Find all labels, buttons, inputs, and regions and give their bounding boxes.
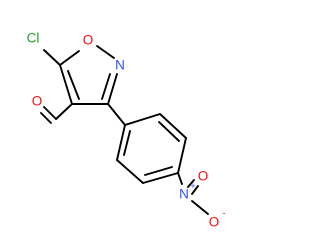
atom-labels: Cl O N O N + O O - — [27, 31, 226, 230]
bond-cho-o-inner — [40, 112, 52, 124]
nitro-nitrogen-label: N — [179, 187, 189, 202]
bond-ph2-ph3 — [159, 113, 187, 139]
nitro-nitrogen-charge: + — [190, 181, 195, 191]
chlorine-label: Cl — [27, 31, 40, 46]
bond-cho-o — [43, 106, 57, 120]
bond-ph6-ph1-inner — [123, 130, 131, 156]
nitro-oxygen-charge: - — [223, 208, 226, 218]
bond-cl-c5 — [43, 49, 61, 66]
bond-c5-o1 — [59, 50, 80, 66]
ring-oxygen-label: O — [83, 33, 94, 48]
bond-nitro-oright — [191, 200, 209, 215]
bond-ph3-ph4 — [177, 137, 187, 174]
bond-n2-c3-inner — [101, 73, 111, 100]
bond-ph2-ph3-inner — [158, 121, 180, 142]
nitro-oxygen-right-label: O — [209, 215, 220, 230]
bond-ph1-ph2 — [124, 113, 161, 126]
bond-o1-n2 — [96, 45, 115, 59]
bond-nitro-otop-inner — [187, 179, 195, 188]
aldehyde-oxygen-label: O — [32, 94, 43, 109]
bond-n2-c3 — [107, 73, 118, 105]
bond-ph4-nitro — [177, 172, 183, 185]
nitro-oxygen-top-label: O — [198, 169, 209, 184]
ring-nitrogen-label: N — [115, 58, 125, 73]
bond-c3-phenyl — [107, 103, 126, 126]
bond-c4-cho — [55, 103, 73, 120]
bond-nitro-otop — [191, 185, 199, 195]
structure-diagram: Cl O N O N + O O - — [27, 31, 226, 230]
bond-c4-c5 — [59, 64, 73, 105]
bond-ph5-ph6 — [116, 159, 144, 184]
bond-c4-c5-inner — [67, 70, 80, 100]
bonds — [40, 45, 209, 215]
bond-ph4-ph5 — [142, 172, 179, 184]
bond-ph4-ph5-inner — [144, 166, 173, 176]
bond-ph6-ph1 — [116, 124, 126, 161]
